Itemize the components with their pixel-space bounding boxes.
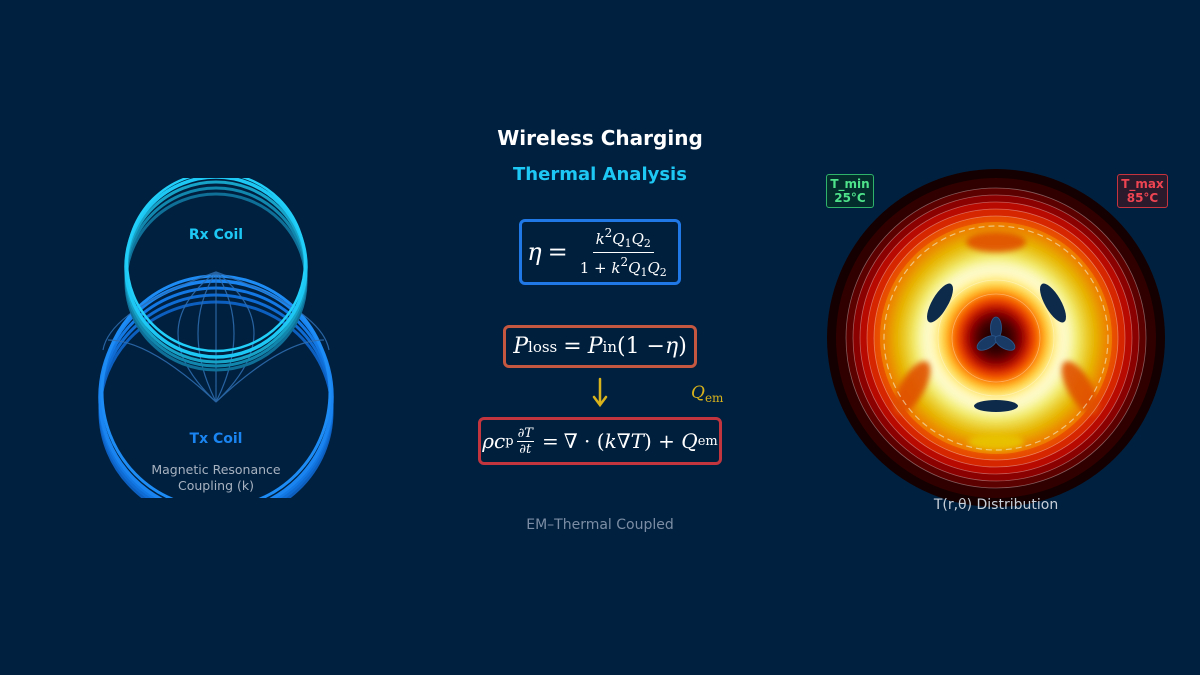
tmin-badge: T_min 25°C [826,174,874,208]
loss-factor: (1 − [616,334,665,359]
tmax-badge: T_max 85°C [1117,174,1168,208]
tx-coil-label: Tx Coil [189,431,243,447]
time-derivative: ∂T ∂t [516,425,534,457]
efficiency-equation: η = k2Q1Q2 1 + k2Q1Q2 [519,219,681,285]
eta-symbol: η [527,238,542,266]
equals-sign: = [547,238,568,266]
c-symbol: c [494,429,506,453]
page-subtitle: Thermal Analysis [513,164,687,185]
rx-coil-label: Rx Coil [188,227,244,243]
k-symbol: k [604,429,617,453]
equals-sign: = [541,429,559,453]
equals-sign: = [563,334,582,359]
center-trefoil [976,316,1016,351]
p-loss-subscript: loss [528,337,558,356]
eta-symbol: η [665,334,679,359]
t-symbol: T [630,429,645,453]
page-title: Wireless Charging [497,126,703,150]
close-paren: ) [678,334,687,359]
close-paren-plus: ) + [644,429,682,453]
p-in-subscript: in [602,337,617,356]
flow-arrow [592,377,608,408]
coupling-label: Magnetic Resonance Coupling (k) [151,462,281,493]
p-in-symbol: P [587,334,603,359]
cold-spots [927,283,1066,412]
efficiency-fraction: k2Q1Q2 1 + k2Q1Q2 [577,226,670,279]
q-subscript: em [697,433,718,449]
efficiency-numerator: k2Q1Q2 [592,226,654,253]
thermal-map [827,169,1165,507]
arrow-label: Qem [691,383,724,405]
c-subscript: p [505,433,514,449]
distribution-label: T(r,θ) Distribution [933,497,1059,513]
p-loss-symbol: P [513,334,529,359]
footer-label: EM–Thermal Coupled [526,517,674,533]
gradient: ∇ [616,429,631,453]
rx-coil [124,178,308,372]
field-lines [102,271,330,403]
divergence: ∇ · ( [563,429,605,453]
efficiency-denominator: 1 + k2Q1Q2 [579,254,667,279]
coil-diagram [98,178,334,498]
rho-symbol: ρ [482,429,495,453]
q-symbol: Q [681,429,698,453]
